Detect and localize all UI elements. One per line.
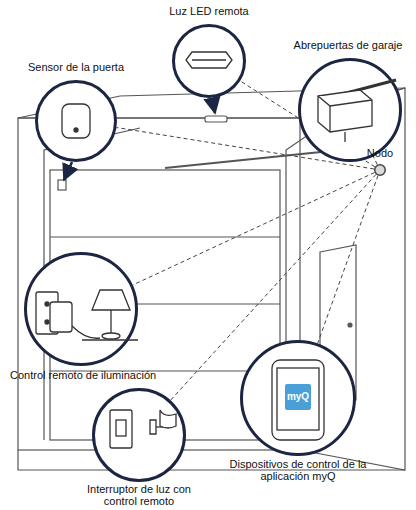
circle-outline — [35, 80, 117, 162]
leader-arrow — [64, 162, 72, 180]
phone-screen — [277, 368, 319, 430]
circle-outline — [172, 24, 246, 98]
lamp-icon — [110, 310, 111, 334]
leader-arrow — [212, 98, 215, 113]
device-circle: Abrepuertas de garaje — [298, 58, 402, 162]
opener-icon — [318, 96, 372, 106]
table-icon — [82, 339, 138, 340]
plug-module-icon — [50, 302, 72, 332]
door-knob — [348, 323, 352, 327]
sensor-mount — [58, 180, 66, 190]
circle-outline — [92, 388, 186, 482]
device-circle: Dispositivos de control de la aplicación… — [240, 340, 356, 456]
hub-node: Nodo — [374, 164, 386, 176]
wall-outlet-icon — [45, 320, 49, 324]
sconce-icon — [156, 426, 164, 427]
device-circle: Interruptor de luz con control remoto — [92, 388, 186, 482]
opener-rail-icon — [335, 80, 396, 96]
led-light-icon — [192, 59, 226, 60]
sconce-icon — [160, 410, 176, 428]
opener-icon — [318, 90, 372, 132]
door-sensor-icon — [74, 128, 78, 132]
door-sensor-icon — [62, 104, 90, 138]
lamp-icon — [102, 333, 120, 339]
device-label: Sensor de la puerta — [6, 61, 146, 73]
circle-outline — [240, 340, 356, 456]
door-panel-line — [50, 236, 280, 237]
circle-outline — [298, 58, 402, 162]
device-circle: Luz LED remota — [172, 24, 246, 98]
switch-plate-icon — [110, 410, 132, 448]
lamp-cord — [72, 326, 100, 338]
device-circle: Control remoto de iluminación — [24, 252, 138, 366]
device-circle: Sensor de la puerta — [35, 80, 117, 162]
device-label: Dispositivos de control de la aplicación… — [228, 458, 368, 482]
device-label: Control remoto de iluminación — [10, 369, 190, 381]
switch-toggle-icon — [116, 420, 126, 436]
opener-cord — [344, 132, 345, 142]
wireless-link — [318, 176, 378, 344]
led-light-icon — [186, 52, 232, 68]
ceiling-led — [205, 116, 227, 122]
circle-outline — [24, 252, 138, 366]
device-label: Abrepuertas de garaje — [278, 39, 416, 51]
wall-outlet-icon — [45, 302, 49, 306]
lamp-icon — [92, 290, 130, 310]
device-label: Luz LED remota — [139, 5, 279, 17]
opener-icon — [329, 106, 330, 132]
phone-icon — [272, 360, 324, 440]
hub-outline — [374, 164, 386, 176]
myq-logo — [285, 384, 311, 410]
wall-outlet-icon — [36, 292, 58, 334]
device-label: Interruptor de luz con control remoto — [84, 483, 194, 507]
device-label: Nodo — [360, 147, 400, 159]
sconce-icon — [150, 420, 156, 434]
wireless-link — [133, 173, 375, 286]
